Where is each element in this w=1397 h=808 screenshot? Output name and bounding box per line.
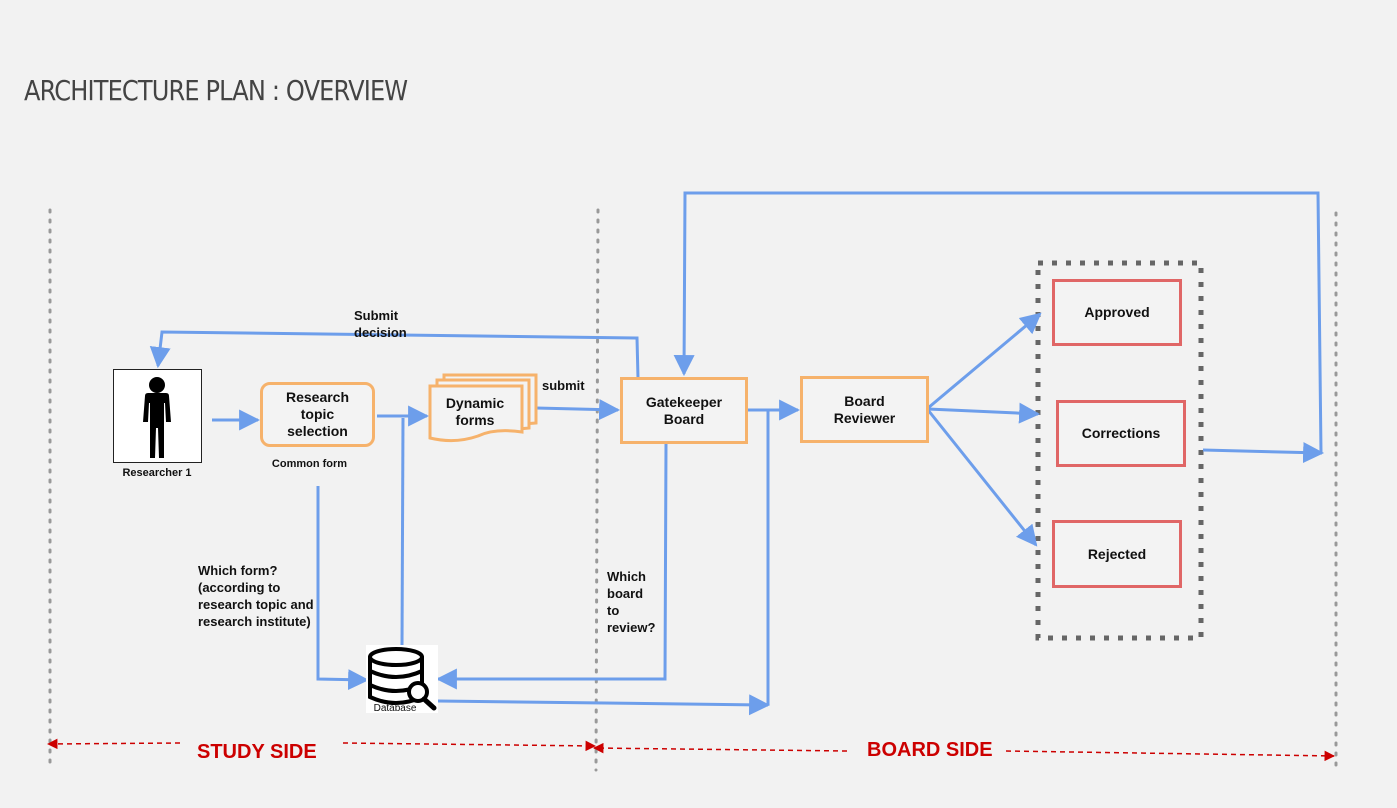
arrow-reviewer-to-rejected — [926, 409, 1038, 547]
arrow-topic-to-database — [316, 486, 370, 691]
board-side-label: BOARD SIDE — [867, 739, 993, 761]
study-side-arrow-left — [46, 738, 181, 750]
arrow-forms-to-gatekeeper — [535, 399, 621, 421]
submit-label: submit — [542, 378, 585, 393]
arrow-submit-decision — [149, 330, 640, 379]
database-label: Database — [373, 703, 417, 714]
arrow-reviewer-to-corrections — [927, 402, 1041, 424]
study-side-label: STUDY SIDE — [197, 741, 317, 763]
submit-decision-label: Submit decision — [354, 308, 407, 340]
dynamic-forms-node: Dynamic forms — [445, 395, 505, 428]
arrow-reviewer-to-approved — [927, 312, 1042, 410]
researcher-label: Researcher 1 — [122, 467, 192, 479]
researcher-icon — [113, 369, 202, 463]
rejected-node: Rejected — [1052, 520, 1182, 588]
gatekeeper-board-node: Gatekeeper Board — [620, 377, 748, 444]
board-side-arrow-left — [592, 742, 848, 754]
arrow-database-to-reviewer — [437, 694, 771, 716]
corrections-node: Corrections — [1056, 400, 1186, 467]
slide-title: ARCHITECTURE PLAN : OVERVIEW — [24, 74, 408, 107]
board-reviewer-node: Board Reviewer — [800, 376, 929, 443]
arrow-corrections-to-right — [1202, 442, 1325, 464]
which-board-label: Which board to review? — [607, 569, 656, 635]
which-form-label: Which form? (according to research topic… — [198, 563, 314, 629]
study-side-arrow-right — [342, 740, 597, 752]
arrow-loop-to-gatekeeper — [673, 191, 1323, 454]
database-icon — [366, 645, 438, 713]
research-topic-node: Research topic selection — [260, 382, 375, 447]
board-side-arrow-right — [1005, 750, 1336, 762]
arrow-gatekeeper-to-database — [435, 443, 668, 690]
approved-node: Approved — [1052, 279, 1182, 346]
outcomes-group-border — [1035, 260, 1204, 641]
arrow-database-to-forms — [400, 417, 405, 647]
common-form-label: Common form — [271, 458, 348, 470]
separator-middle — [594, 208, 600, 772]
